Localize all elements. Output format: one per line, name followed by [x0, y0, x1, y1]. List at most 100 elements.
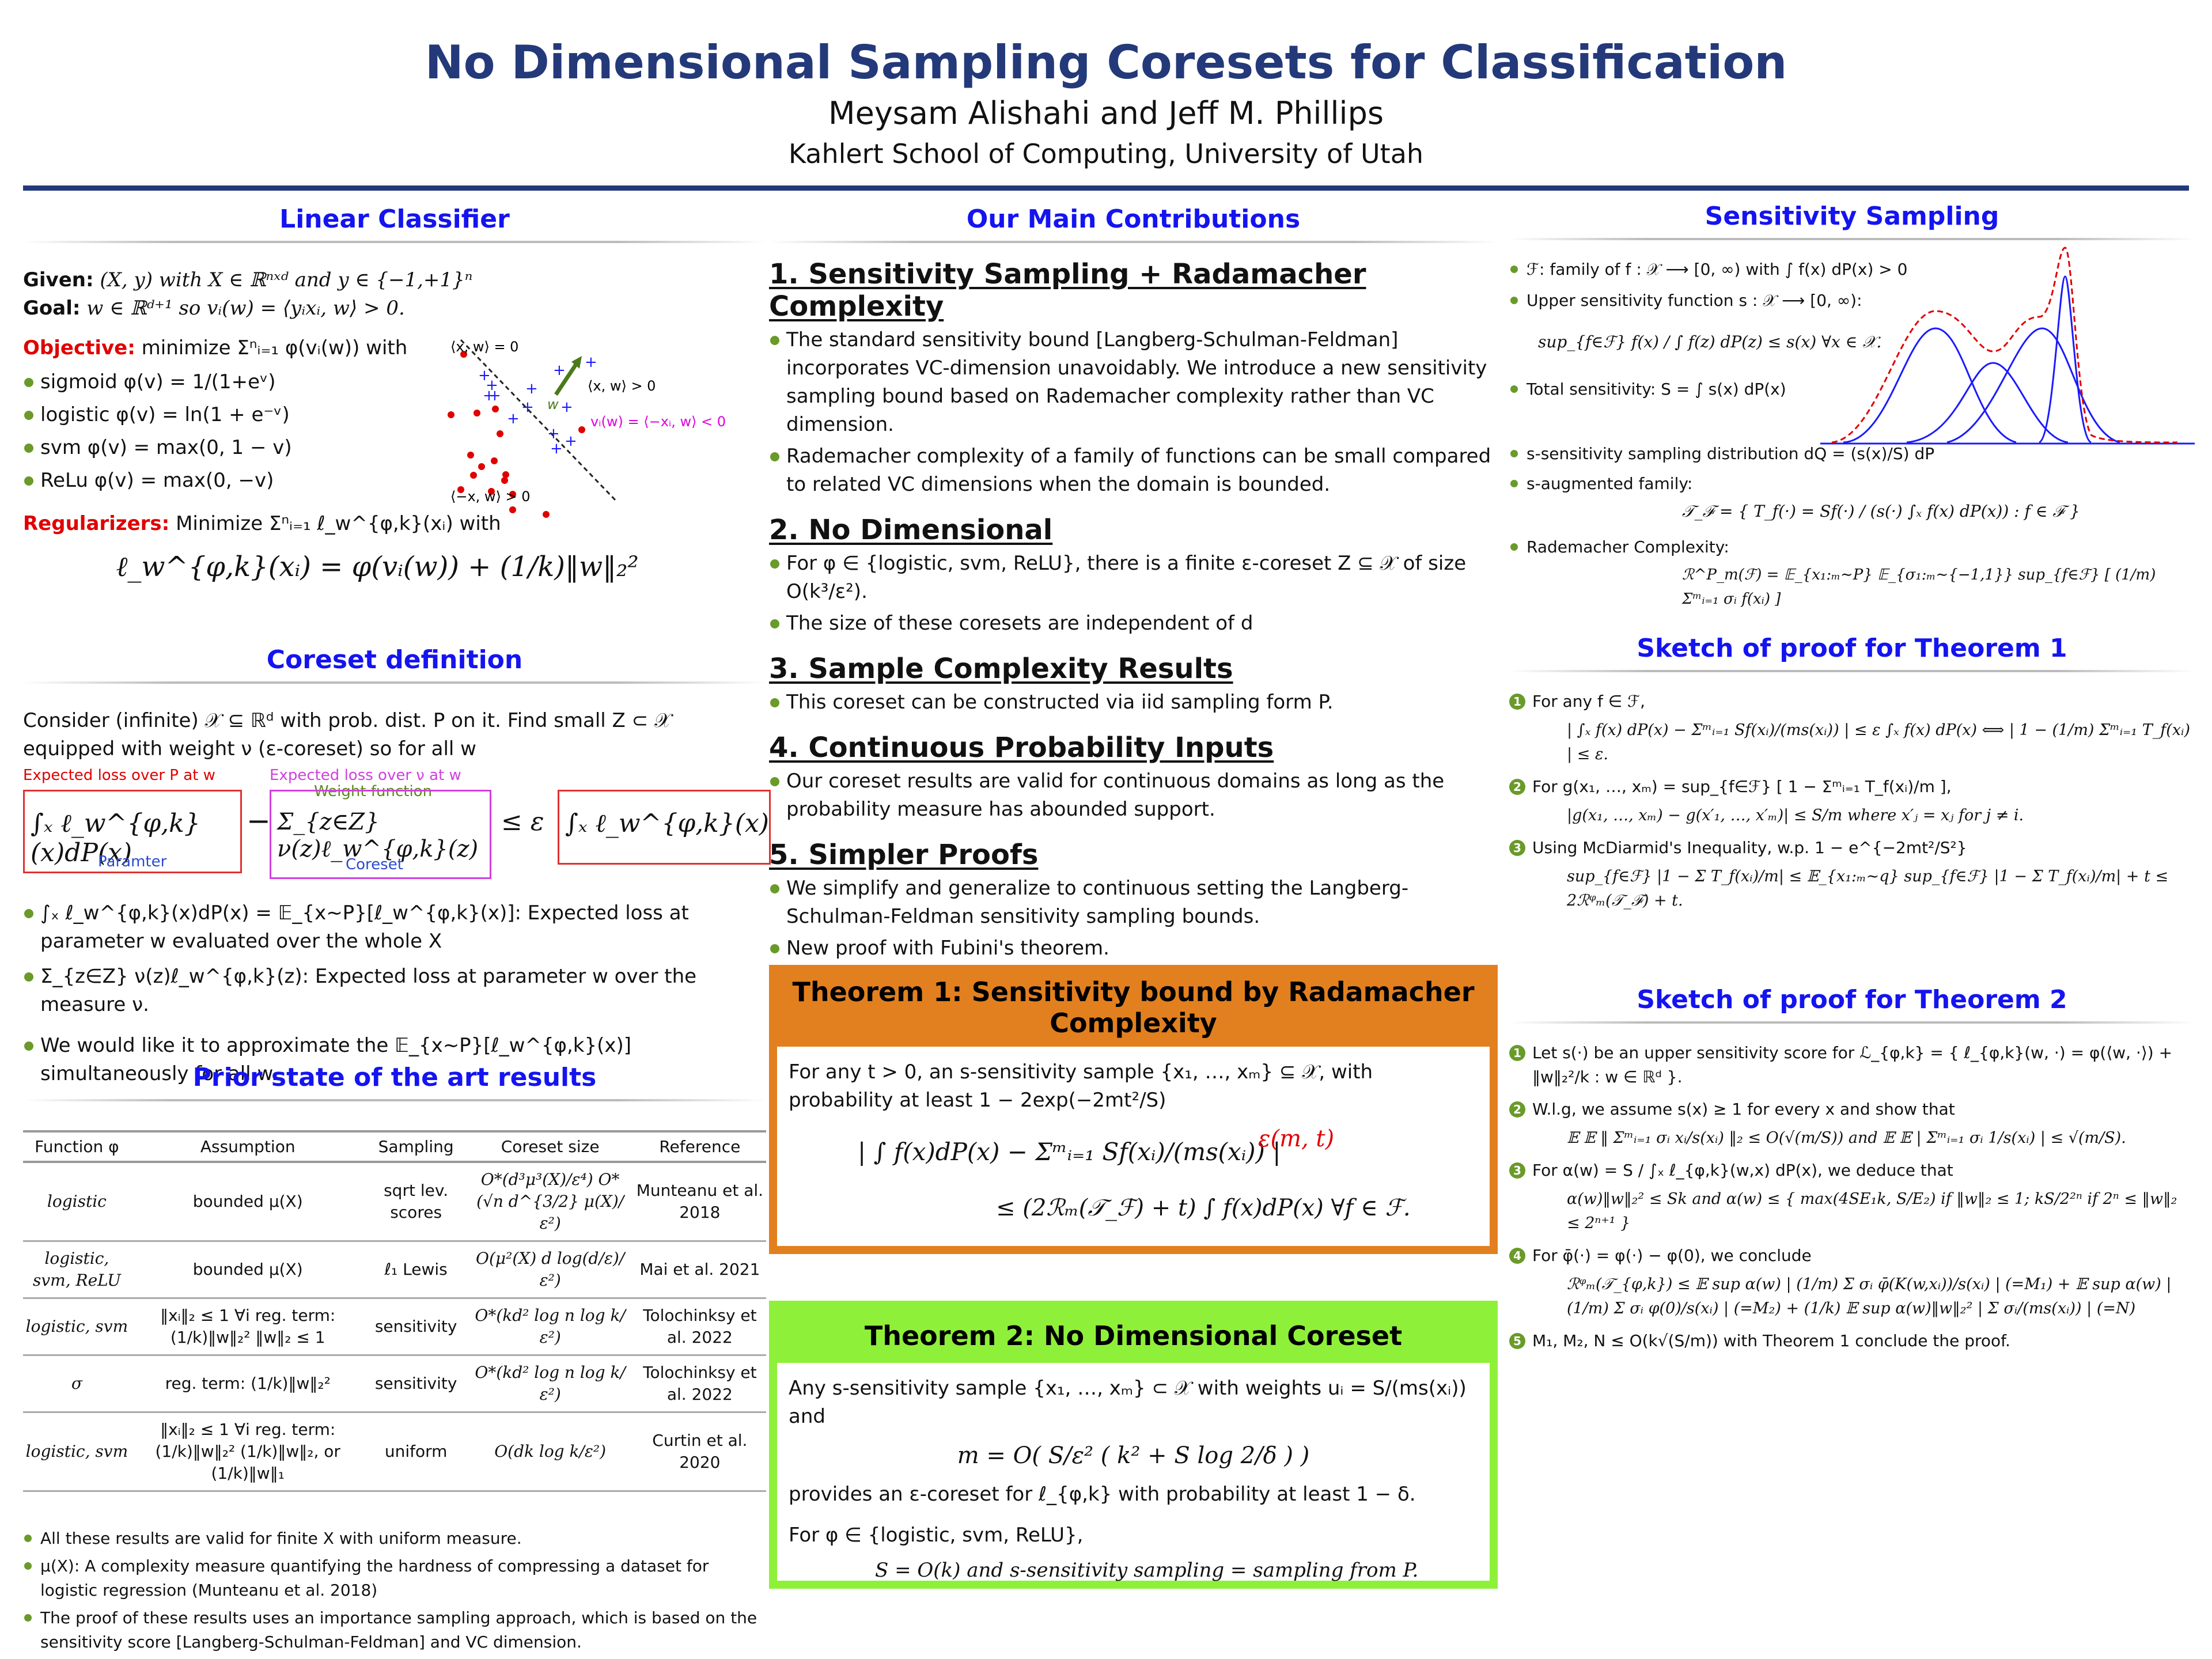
coreset-definition-text: Consider (infinite) 𝒳 ⊆ ℝᵈ with prob. di… [23, 709, 672, 760]
table-cell: Mai et al. 2021 [633, 1241, 766, 1299]
step-text: For g(x₁, …, xₘ) = sup_{f∈ℱ} [ 1 − Σᵐᵢ₌₁… [1532, 777, 1952, 796]
svg-text:+: + [488, 387, 501, 404]
column-header: Coreset size [467, 1130, 634, 1163]
table-cell: logistic [23, 1162, 131, 1242]
table-cell: logistic, svm [23, 1412, 131, 1492]
step-text: For α(w) = S / ∫ₓ ℓ_{φ,k}(w,x) dP(x), we… [1532, 1161, 1953, 1180]
svg-text:+: + [553, 362, 566, 379]
proof-step: 2 For g(x₁, …, xₘ) = sup_{f∈ℱ} [ 1 − Σᵐᵢ₌… [1509, 775, 2195, 828]
positive-points: +++++++++++++ [478, 354, 597, 457]
linear-classifier-section: Linear Classifier Given: (X, y) with X ∈… [23, 204, 766, 583]
expected-loss-p-box: ∫ₓ ℓ_w^{φ,k}(x)dP(x) [23, 790, 242, 873]
step-number-badge: 1 [1509, 694, 1525, 710]
given-label: Given: [23, 268, 94, 291]
column-header: Assumption [130, 1130, 365, 1163]
step-number-badge: 1 [1509, 1045, 1525, 1061]
vi-label: vᵢ(w) = ⟨−xᵢ, w⟩ < 0 [590, 414, 726, 430]
note: All these results are valid for finite X… [23, 1527, 766, 1551]
contributions-section: Our Main Contributions 1. Sensitivity Sa… [769, 204, 1498, 966]
w-vector [554, 359, 581, 396]
theorem2-eq: m = O( S/ε² ( k² + S log 2/δ ) ) [957, 1442, 1310, 1469]
gaussian-curve [2039, 275, 2092, 444]
table-cell: O*(d³μ³(X)/ε⁴) O*(√n d^{3/2} μ(X)/ε²) [467, 1162, 634, 1242]
goal-text: w ∈ ℝᵈ⁺¹ so vᵢ(w) = ⟨yᵢxᵢ, w⟩ > 0. [86, 297, 405, 320]
table-cell: logistic, svm, ReLU [23, 1241, 131, 1299]
step-equation: |g(x₁, …, xₘ) − g(x′₁, …, x′ₘ)| ≤ S/m wh… [1567, 806, 2024, 824]
contribution-bullet: For φ ∈ {logistic, svm, ReLU}, there is … [769, 550, 1498, 606]
objective-text: minimize Σⁿᵢ₌₁ φ(vᵢ(w)) with [141, 336, 408, 359]
theorem2-eq2: S = O(k) and s-sensitivity sampling = sa… [875, 1559, 1419, 1582]
step-number-badge: 5 [1509, 1333, 1525, 1349]
divider [23, 1099, 766, 1101]
divider [769, 241, 1498, 243]
regularized-loss-formula: ℓ_w^{φ,k}(xᵢ) = φ(vᵢ(w)) + (1/k)‖w‖₂² [116, 551, 639, 583]
step-equation: | ∫ₓ f(x) dP(x) − Σᵐᵢ₌₁ Sf(xᵢ)/(ms(xᵢ)) … [1567, 721, 2191, 763]
sensitivity-eq: sup_{f∈ℱ} f(x) / ∫ f(z) dP(z) ≤ s(x) ∀x … [1538, 332, 1882, 351]
step-text: For any f ∈ ℱ, [1532, 692, 1645, 711]
objective-label: Objective: [23, 336, 135, 359]
loss-item: svm φ(v) = max(0, 1 − v) [23, 434, 449, 462]
table-cell: ‖xᵢ‖₂ ≤ 1 ∀i reg. term: (1/k)‖w‖₂² (1/k)… [130, 1412, 365, 1492]
gaussian-curve [1843, 327, 2017, 444]
step-number-badge: 2 [1509, 779, 1525, 795]
step-text: Let s(·) be an upper sensitivity score f… [1532, 1043, 2173, 1086]
bullet: s-sensitivity sampling distribution dQ =… [1509, 442, 2195, 466]
given-text: (X, y) with X ∈ ℝⁿˣᵈ and y ∈ {−1,+1}ⁿ [100, 268, 473, 291]
goal-label: Goal: [23, 297, 81, 320]
column-header: Sampling [365, 1130, 467, 1163]
contribution-bullet: Our coreset results are valid for contin… [769, 767, 1498, 824]
gaussian-curve [1946, 327, 2120, 444]
loss-item: logistic φ(v) = ln(1 + e⁻ᵛ) [23, 401, 449, 429]
label-expected-over-p: Expected loss over P at w [23, 767, 215, 784]
loss-item: sigmoid φ(v) = 1/(1+eᵛ) [23, 368, 449, 396]
table-row: logistic, svm‖xᵢ‖₂ ≤ 1 ∀i reg. term: (1/… [23, 1298, 766, 1356]
column-header: Reference [633, 1130, 766, 1163]
loss-item: ReLu φ(v) = max(0, −v) [23, 467, 449, 495]
bullet: ∫ₓ ℓ_w^{φ,k}(x)dP(x) = 𝔼_{x∼P}[ℓ_w^{φ,k}… [23, 899, 766, 956]
augmented-family-eq: 𝒯_ℱ = { T_f(·) = Sf(·) / (s(·) ∫ₓ f(x) d… [1682, 502, 2080, 521]
table-cell: bounded μ(X) [130, 1241, 365, 1299]
theorem1-eq1: | ∫ f(x)dP(x) − Σᵐᵢ₌₁ Sf(xᵢ)/(ms(xᵢ)) | [858, 1138, 1281, 1166]
coreset-diagram: Expected loss over P at w Expected loss … [23, 767, 771, 882]
bullet: Total sensitivity: S = ∫ s(x) dP(x) [1509, 377, 1947, 402]
theorem1-box: Theorem 1: Sensitivity bound by Radamach… [769, 965, 1498, 1254]
theorem2-text1: Any s-sensitivity sample {x₁, …, xₘ} ⊂ 𝒳… [789, 1377, 1467, 1428]
theorem1-title: Theorem 1: Sensitivity bound by Radamach… [777, 973, 1490, 1047]
divider [1509, 670, 2195, 672]
note: μ(X): A complexity measure quantifying t… [23, 1554, 766, 1603]
contribution-bullet: New proof with Fubini's theorem. [769, 934, 1498, 963]
table-cell: Tolochinksy et al. 2022 [633, 1355, 766, 1413]
divider [1509, 1021, 2195, 1024]
divider [23, 241, 766, 243]
expected-loss-p-box-rhs: ∫ₓ ℓ_w^{φ,k}(x)dP(x) [558, 790, 771, 865]
contribution-title: 4. Continuous Probability Inputs [769, 732, 1274, 764]
table-cell: σ [23, 1355, 131, 1413]
epsilon-annotation: ε(m, t) [1258, 1126, 1335, 1152]
sensitivity-upper-bound-curve [1831, 247, 2178, 444]
proof-step: 1 For any f ∈ ℱ, | ∫ₓ f(x) dP(x) − Σᵐᵢ₌₁ S… [1509, 690, 2195, 767]
bullet: s-augmented family: [1509, 472, 2195, 496]
table-cell: ‖xᵢ‖₂ ≤ 1 ∀i reg. term: (1/k)‖w‖₂² ‖w‖₂ … [130, 1298, 365, 1356]
prior-results-section: Prior state of the art results Function … [23, 1063, 766, 1654]
step-number-badge: 2 [1509, 1101, 1525, 1118]
step-equation: α(w)‖w‖₂² ≤ Sk and α(w) ≤ { max(4SE₁k, S… [1567, 1190, 2177, 1232]
step-equation: 𝔼 𝔼 ‖ Σᵐᵢ₌₁ σᵢ xᵢ/s(xᵢ) ‖₂ ≤ O(√(m/S)) a… [1567, 1129, 2126, 1147]
table-cell: sensitivity [365, 1298, 467, 1356]
step-number-badge: 3 [1509, 840, 1525, 856]
contribution-title: 5. Simpler Proofs [769, 839, 1039, 871]
svg-text:+: + [525, 380, 538, 397]
theorem1-text: For any t > 0, an s-sensitivity sample {… [789, 1060, 1373, 1112]
table-cell: sqrt lev. scores [365, 1162, 467, 1242]
table-cell: sensitivity [365, 1355, 467, 1413]
table-cell: Munteanu et al. 2018 [633, 1162, 766, 1242]
theorem2-text3: For φ ∈ {logistic, svm, ReLU}, [789, 1524, 1084, 1547]
contribution-bullet: The size of these coresets are independe… [769, 609, 1498, 638]
divider [1509, 238, 2195, 240]
bullet: ℱ: family of f : 𝒳 ⟶ [0, ∞) with ∫ f(x) … [1509, 257, 1947, 282]
proof-step: 1 Let s(·) be an upper sensitivity score … [1509, 1041, 2195, 1089]
table-cell: logistic, svm [23, 1298, 131, 1356]
